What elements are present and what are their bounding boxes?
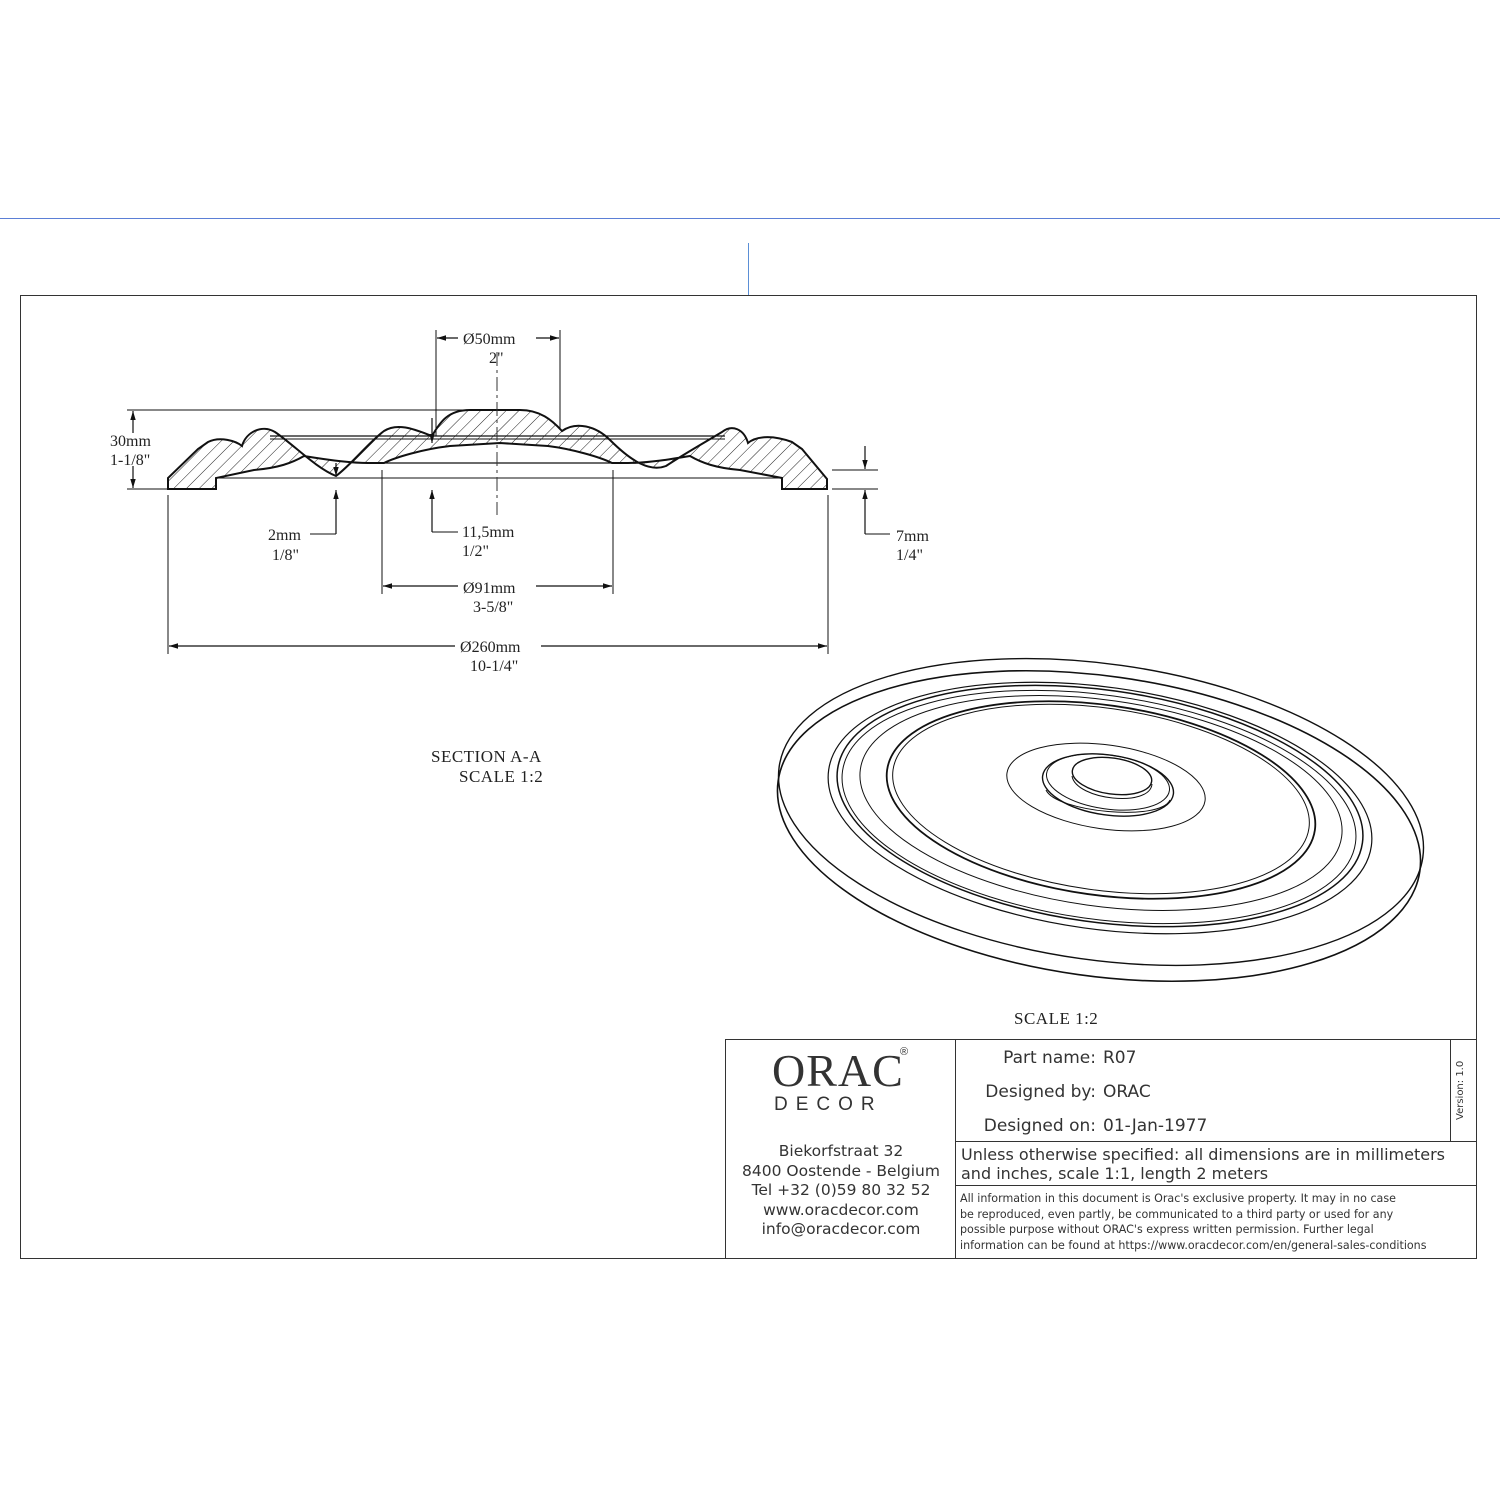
orac-logo-subtitle: DECOR bbox=[774, 1094, 883, 1115]
company-panel: ORAC ® DECOR Biekorfstraat 32 8400 Ooste… bbox=[726, 1040, 956, 1258]
legal-line-4: information can be found at https://www.… bbox=[960, 1238, 1427, 1252]
designed-on-label-wrap: Designed on: bbox=[956, 1116, 1096, 1138]
dimensions-note: Unless otherwise specified: all dimensio… bbox=[956, 1141, 1476, 1185]
legal-line-2: be reproduced, even partly, be communica… bbox=[960, 1207, 1394, 1221]
orac-logo: ORAC bbox=[772, 1045, 904, 1096]
address-email: info@oracdecor.com bbox=[761, 1220, 921, 1238]
designed-on-label: Designed on: bbox=[983, 1116, 1096, 1136]
part-name-value: R07 bbox=[1103, 1048, 1137, 1068]
address-street: Biekorfstraat 32 bbox=[778, 1142, 904, 1160]
designed-by-label: Designed by: bbox=[985, 1082, 1096, 1102]
guide-line-vertical bbox=[748, 243, 749, 295]
part-info: Part name: R07 Designed by: ORAC Designe… bbox=[956, 1040, 1451, 1141]
note-line-1: Unless otherwise specified: all dimensio… bbox=[961, 1145, 1445, 1164]
section-scale: SCALE 1:2 bbox=[459, 767, 543, 786]
designed-by-value: ORAC bbox=[1103, 1082, 1151, 1102]
note-line-2: and inches, scale 1:1, length 2 meters bbox=[961, 1164, 1269, 1183]
dim-91-mm: Ø91mm bbox=[463, 580, 516, 597]
dim-30-mm: 30mm bbox=[110, 433, 151, 450]
address-website: www.oracdecor.com bbox=[763, 1200, 919, 1219]
dim-11-mm: 11,5mm bbox=[462, 524, 515, 541]
registered-mark: ® bbox=[900, 1046, 909, 1058]
isometric-view bbox=[776, 657, 1425, 983]
dim-2-inch: 1/8" bbox=[272, 547, 299, 564]
designed-on-value: 01-Jan-1977 bbox=[1103, 1116, 1208, 1136]
dim-30-inch: 1-1/8" bbox=[110, 452, 150, 469]
designed-by-label-wrap: Designed by: bbox=[956, 1082, 1096, 1104]
dim-91-inch: 3-5/8" bbox=[473, 599, 513, 616]
legal-line-1: All information in this document is Orac… bbox=[960, 1192, 1396, 1205]
dim-50-inch: 2" bbox=[489, 350, 504, 367]
title-block: ORAC ® DECOR Biekorfstraat 32 8400 Ooste… bbox=[725, 1039, 1477, 1259]
part-name-label: Part name: bbox=[1003, 1048, 1096, 1068]
section-label: SECTION A-A bbox=[431, 747, 542, 766]
legal-notice: All information in this document is Orac… bbox=[956, 1185, 1476, 1258]
dim-7-mm: 7mm bbox=[896, 528, 929, 545]
dim-260-mm: Ø260mm bbox=[460, 639, 521, 656]
address-phone: Tel +32 (0)59 80 32 52 bbox=[751, 1181, 931, 1199]
address-city: 8400 Oostende - Belgium bbox=[742, 1161, 940, 1180]
iso-scale: SCALE 1:2 bbox=[1014, 1009, 1098, 1028]
company-address: Biekorfstraat 32 8400 Oostende - Belgium… bbox=[726, 1142, 956, 1240]
dim-50-mm: Ø50mm bbox=[463, 331, 516, 348]
version-label: Version: 1.0 bbox=[1455, 1060, 1466, 1120]
guide-line-horizontal bbox=[0, 218, 1500, 219]
dim-11-inch: 1/2" bbox=[462, 543, 489, 560]
dim-7-inch: 1/4" bbox=[896, 547, 923, 564]
part-name-label-wrap: Part name: bbox=[956, 1048, 1096, 1070]
legal-line-3: possible purpose without ORAC's express … bbox=[960, 1223, 1374, 1236]
dim-260-inch: 10-1/4" bbox=[470, 658, 518, 675]
version-box: Version: 1.0 bbox=[1451, 1040, 1476, 1141]
dim-2-mm: 2mm bbox=[268, 527, 301, 544]
